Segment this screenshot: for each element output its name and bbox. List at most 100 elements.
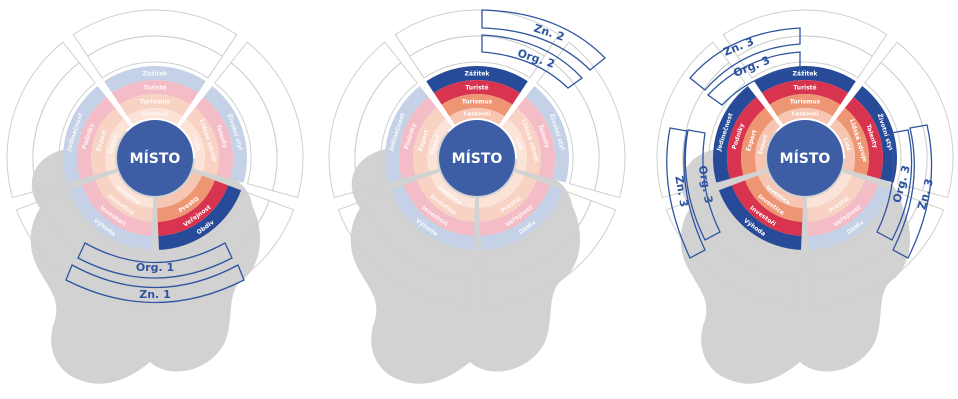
outer-ring-segment bbox=[337, 200, 473, 307]
ring-label-r2: Turismus bbox=[140, 99, 171, 106]
ring-segment-r2 bbox=[836, 107, 869, 176]
ring-segment-r3 bbox=[81, 180, 153, 236]
outer-ring-segment bbox=[72, 9, 238, 57]
ring-segment-r3 bbox=[111, 80, 199, 105]
ring-label-r1: Lidé bbox=[191, 137, 202, 152]
ring-segment-r3 bbox=[844, 96, 883, 179]
ring-segment-r2 bbox=[119, 94, 191, 117]
ring-segment-r1 bbox=[829, 118, 855, 172]
ring-segment-r4 bbox=[808, 185, 892, 250]
ring-label-r3: Turisté bbox=[465, 85, 488, 92]
ring-segment-r3 bbox=[807, 180, 879, 236]
zn-1-highlight: Zn. 1 bbox=[65, 264, 245, 304]
ring-segment-r2 bbox=[508, 107, 541, 176]
zn-2-label: Zn. 2 bbox=[532, 22, 566, 44]
ring-segment-r2 bbox=[413, 107, 446, 176]
ring-segment-r4 bbox=[718, 185, 802, 250]
zn-1-label: Zn. 1 bbox=[139, 288, 170, 301]
outer-ring-segment bbox=[6, 41, 80, 199]
ring-label-r1: Cestovní bbox=[792, 111, 820, 118]
ring-label-r3: Turisté bbox=[143, 85, 166, 92]
outer-ring-segment bbox=[722, 9, 888, 57]
center-circle bbox=[117, 120, 193, 196]
ring-segment-r2 bbox=[417, 175, 475, 222]
center-label: MÍSTO bbox=[130, 150, 181, 167]
ring-segment-r1 bbox=[449, 108, 505, 125]
ring-segment-r2 bbox=[745, 175, 803, 222]
ring-segment-r2 bbox=[95, 175, 153, 222]
ring-segment-r3 bbox=[433, 80, 521, 105]
ring-segment-r3 bbox=[399, 96, 438, 179]
ring-segment-r2 bbox=[157, 175, 215, 222]
ring-segment-r1 bbox=[755, 118, 781, 172]
outer-ring-segment bbox=[159, 200, 295, 307]
ring-segment-r1 bbox=[758, 172, 804, 208]
center-label: MÍSTO bbox=[452, 150, 503, 167]
ring-segment-r4 bbox=[68, 185, 152, 250]
ring-segment-r2 bbox=[186, 107, 220, 176]
outer-ring-segment bbox=[656, 41, 730, 199]
ring-segment-r3 bbox=[403, 180, 475, 236]
ring-segment-r1 bbox=[777, 108, 833, 125]
org-2-label: Org. 2 bbox=[516, 47, 556, 71]
ring-label-r3: Turisté bbox=[793, 85, 816, 92]
outer-ring-segment bbox=[230, 41, 304, 199]
ring-segment-r1 bbox=[501, 118, 527, 172]
ring-label-r4: Zážitek bbox=[143, 71, 169, 78]
ring-segment-r4 bbox=[203, 86, 247, 183]
ring-segment-r1 bbox=[806, 172, 852, 208]
ring-segment-r1 bbox=[105, 118, 131, 172]
ring-segment-r1 bbox=[427, 118, 453, 172]
outer-ring-segment bbox=[809, 200, 945, 307]
ring-segment-r4 bbox=[390, 185, 474, 250]
ring-segment-r2 bbox=[91, 107, 124, 176]
ring-segment-r1 bbox=[478, 172, 524, 208]
org-1-label: Org. 1 bbox=[136, 261, 174, 274]
ring-segment-r4 bbox=[525, 86, 569, 183]
ring-label-r1: Lidé bbox=[841, 137, 852, 152]
ring-segment-r1 bbox=[430, 172, 476, 208]
center-circle bbox=[767, 120, 843, 196]
outer-ring-segment bbox=[665, 200, 801, 307]
ring-segment-r1 bbox=[156, 172, 202, 208]
ring-segment-r3 bbox=[761, 80, 849, 105]
ring-segment-r4 bbox=[385, 86, 429, 183]
ring-segment-r3 bbox=[479, 180, 551, 236]
ring-segment-r4 bbox=[104, 65, 206, 93]
center-circle bbox=[439, 120, 515, 196]
ring-label-r2: Turismus bbox=[790, 99, 821, 106]
ring-segment-r4 bbox=[480, 185, 564, 250]
ring-segment-r3 bbox=[194, 96, 234, 179]
ring-label-r1: Lidé bbox=[513, 137, 524, 152]
ring-segment-r2 bbox=[441, 94, 513, 117]
ring-label-r1: Cestovní bbox=[142, 111, 170, 118]
ring-segment-r3 bbox=[77, 96, 116, 179]
ring-segment-r3 bbox=[157, 180, 229, 236]
outer-ring-segment bbox=[394, 9, 560, 57]
ring-segment-r3 bbox=[731, 180, 803, 236]
zn-3-highlight-left: Zn. 3 bbox=[666, 127, 706, 259]
ring-label-r1: Cestovní bbox=[464, 111, 492, 118]
ring-segment-r4 bbox=[63, 86, 107, 183]
org-1-highlight: Org. 1 bbox=[77, 242, 233, 279]
outer-ring-segment bbox=[328, 41, 402, 199]
ring-label-r4: Zážitek bbox=[465, 71, 491, 78]
ring-label-r4: Zážitek bbox=[793, 71, 819, 78]
zn-3-label-left: Zn. 3 bbox=[672, 175, 690, 208]
ring-segment-r2 bbox=[741, 107, 774, 176]
ring-segment-r2 bbox=[479, 175, 537, 222]
ring-segment-r4 bbox=[853, 86, 897, 183]
ring-segment-r2 bbox=[807, 175, 865, 222]
ring-segment-r2 bbox=[769, 94, 841, 117]
ring-segment-r1 bbox=[127, 108, 183, 125]
ring-segment-r1 bbox=[179, 118, 205, 172]
ring-segment-r3 bbox=[727, 96, 766, 179]
ring-segment-r4 bbox=[713, 86, 757, 183]
outer-ring-segment bbox=[880, 41, 954, 199]
outer-ring-segment bbox=[481, 200, 617, 307]
ring-segment-r3 bbox=[516, 96, 555, 179]
ring-segment-r4 bbox=[426, 65, 528, 93]
